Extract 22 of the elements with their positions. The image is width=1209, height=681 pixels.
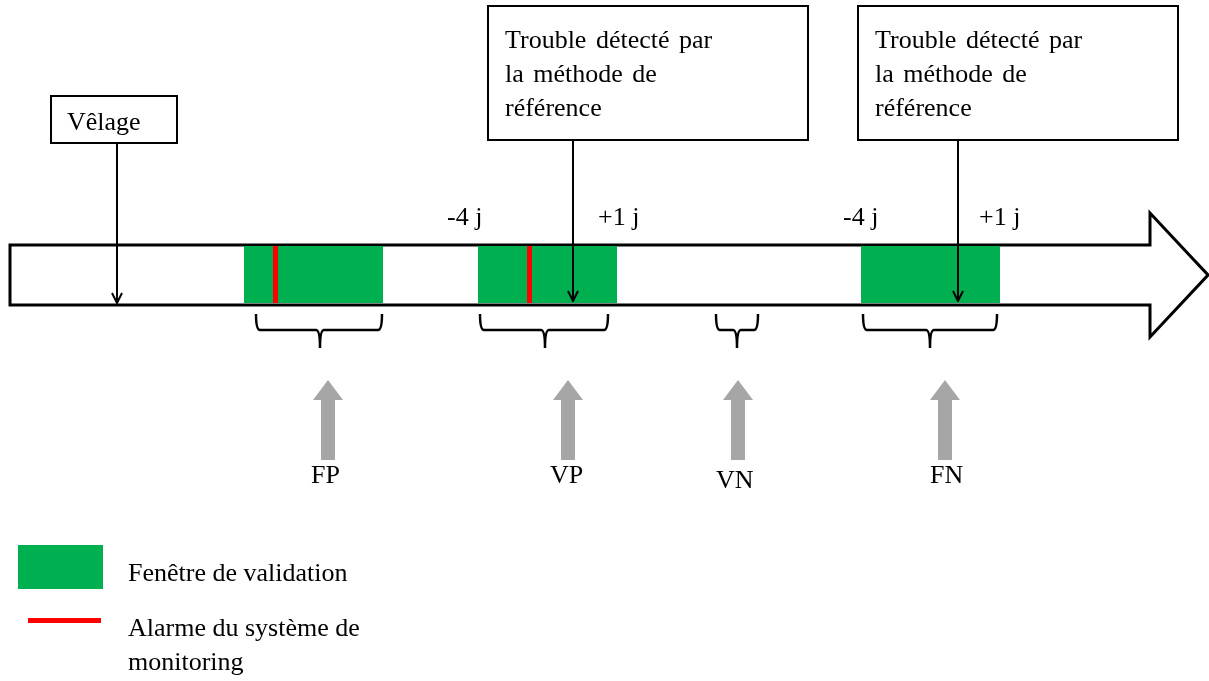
text-box <box>50 95 178 144</box>
validation-window <box>861 246 1000 303</box>
outcome-label: VP <box>550 459 584 491</box>
day-offset-label: -4 j <box>447 201 483 233</box>
legend-text: Fenêtre de validation <box>128 557 349 589</box>
box-text: Trouble détecté par la méthode de référence <box>875 24 1084 124</box>
validation-window <box>478 246 617 303</box>
day-offset-label: -4 j <box>843 201 879 233</box>
text-box <box>857 5 1179 141</box>
box-text: Trouble détecté par la méthode de référence <box>505 24 714 124</box>
arrow <box>952 140 964 302</box>
arrow <box>111 143 123 304</box>
arrow <box>567 140 579 302</box>
outcome-label: FP <box>311 459 340 491</box>
day-offset-label: +1 j <box>598 201 640 233</box>
validation-window <box>244 246 383 303</box>
legend-text: Alarme du système de monitoring <box>128 612 361 678</box>
outcome-label: FN <box>930 459 964 491</box>
day-offset-label: +1 j <box>979 201 1021 233</box>
box-text: Vêlage <box>67 106 142 138</box>
text-box <box>487 5 809 141</box>
outcome-label: VN <box>716 464 754 496</box>
